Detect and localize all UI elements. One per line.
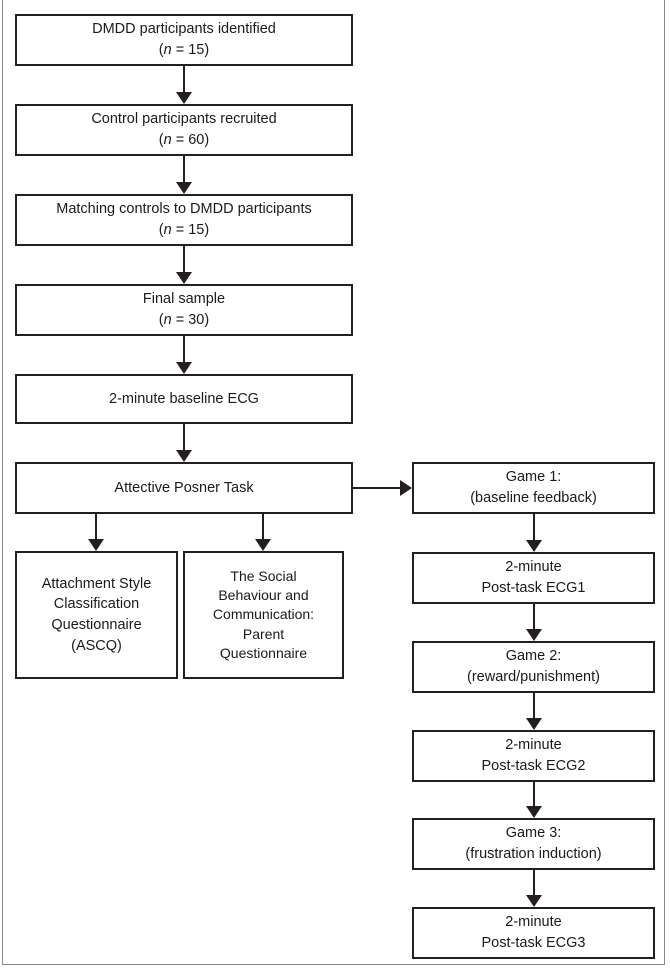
node-line-1: The Social [230,567,297,584]
flow-node-control-recruited: Control participants recruited (n = 60) [15,104,353,156]
arrowhead-matching-to-final [176,272,192,284]
node-line-2: Post-task ECG1 [481,580,586,596]
node-sample-size: (n = 30) [158,312,210,328]
arrowhead-baseline-ecg-to-posner [176,450,192,462]
node-sample-size: (n = 60) [158,132,210,148]
node-line-1: Matching controls to DMDD participants [56,201,312,218]
arrowhead-game-3-to-ecg3 [526,895,542,907]
node-line-2: Classification [53,596,140,613]
node-line-4: (ASCQ) [71,637,122,654]
flow-node-post-task-ecg3: 2-minute Post-task ECG3 [412,907,655,959]
arrowhead-dmdd-to-control [176,92,192,104]
flow-node-matching-controls: Matching controls to DMDD participants (… [15,194,353,246]
node-line-4: Parent [242,625,285,642]
node-line-2: (reward/punishment) [467,669,600,685]
node-line-2: (frustration induction) [465,846,602,862]
arrowhead-ecg2-to-game-3 [526,806,542,818]
connector-game-3-to-ecg3 [533,870,535,896]
connector-control-to-matching [183,156,185,184]
flow-node-dmdd-identified: DMDD participants identified (n = 15) [15,14,353,66]
node-line-2: Post-task ECG3 [481,935,586,951]
node-line-3: Communication: [212,606,315,623]
node-line-2: Post-task ECG2 [481,758,586,774]
connector-posner-to-ascq [95,514,97,540]
flow-node-baseline-ecg: 2-minute baseline ECG [15,374,353,424]
node-line-5: Questionnaire [219,644,308,661]
connector-ecg1-to-game-2 [533,604,535,630]
connector-posner-to-game-1 [353,487,401,489]
flow-node-post-task-ecg1: 2-minute Post-task ECG1 [412,552,655,604]
arrowhead-game-2-to-ecg2 [526,718,542,730]
arrowhead-posner-to-sbc [255,539,271,551]
flow-node-sbc-parent: The Social Behaviour and Communication: … [183,551,344,679]
node-line-1: Attachment Style [41,575,152,592]
connector-ecg2-to-game-3 [533,782,535,807]
node-sample-size: (n = 15) [158,222,210,238]
connector-game-2-to-ecg2 [533,693,535,719]
flow-node-posner-task: Attective Posner Task [15,462,353,514]
node-line-1: Game 2: [505,648,562,665]
connector-baseline-ecg-to-posner [183,424,185,451]
node-line-1: Game 3: [505,825,562,842]
node-line-1: Control participants recruited [91,111,277,128]
node-line-1: 2-minute baseline ECG [109,390,259,407]
node-sample-size: (n = 15) [158,42,210,58]
flow-node-game-3: Game 3: (frustration induction) [412,818,655,870]
arrowhead-final-to-baseline-ecg [176,362,192,374]
flow-node-ascq: Attachment Style Classification Question… [15,551,178,679]
node-line-1: 2-minute [505,559,562,576]
node-line-2: (baseline feedback) [470,490,597,506]
flow-node-post-task-ecg2: 2-minute Post-task ECG2 [412,730,655,782]
connector-matching-to-final [183,246,185,274]
arrowhead-ecg1-to-game-2 [526,629,542,641]
node-line-3: Questionnaire [51,617,142,633]
arrowhead-posner-to-ascq [88,539,104,551]
node-line-2: Behaviour and [218,587,309,604]
connector-final-to-baseline-ecg [183,336,185,364]
node-line-1: 2-minute [505,737,562,754]
node-line-1: Attective Posner Task [114,479,254,496]
arrowhead-posner-to-game-1 [400,480,412,496]
node-line-1: Game 1: [505,469,562,486]
flow-node-final-sample: Final sample (n = 30) [15,284,353,336]
connector-game-1-to-ecg1 [533,514,535,541]
connector-posner-to-sbc [262,514,264,540]
flow-node-game-1: Game 1: (baseline feedback) [412,462,655,514]
node-line-1: 2-minute [505,914,562,931]
connector-dmdd-to-control [183,66,185,94]
arrowhead-control-to-matching [176,182,192,194]
arrowhead-game-1-to-ecg1 [526,540,542,552]
node-line-1: DMDD participants identified [92,21,276,38]
flow-node-game-2: Game 2: (reward/punishment) [412,641,655,693]
node-line-1: Final sample [142,291,226,308]
